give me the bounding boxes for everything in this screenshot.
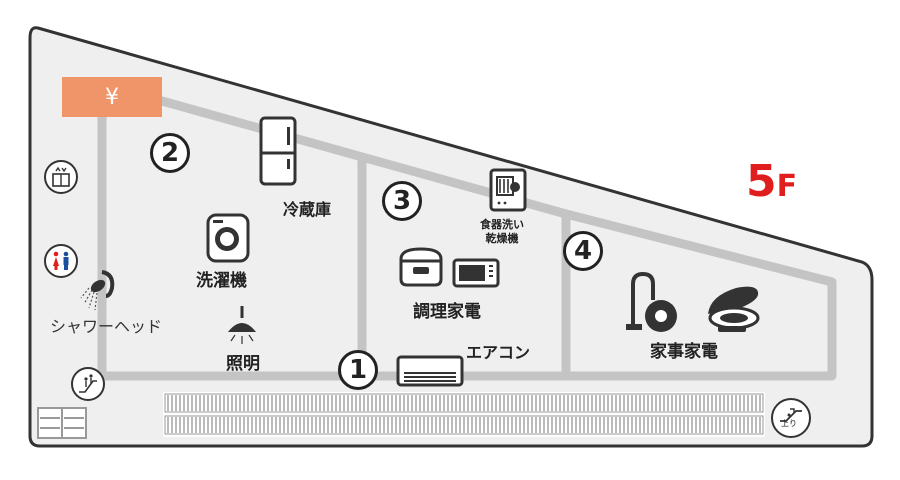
floor-indicator: 5F <box>746 160 797 204</box>
elevator-icon[interactable] <box>44 160 78 194</box>
refrigerator-icon <box>259 116 297 186</box>
toilet-seat-icon <box>708 286 760 332</box>
zone-4-label: 家事家電 <box>650 342 718 362</box>
zone-1-label: エアコン <box>466 343 531 362</box>
zone-3-marker[interactable]: 3 <box>382 181 422 221</box>
shower-head-icon <box>80 270 115 311</box>
floor-suffix: F <box>776 169 798 204</box>
zone-3-label: 調理家電 <box>413 302 481 322</box>
dishwasher-label: 食器洗い 乾燥機 <box>480 218 524 245</box>
shelves <box>163 392 765 437</box>
shower-head-label: シャワーヘッド <box>50 317 163 336</box>
lighting-label: 照明 <box>226 354 260 374</box>
escalator-up-label: 上り <box>781 419 797 428</box>
washing-machine-icon <box>206 213 250 263</box>
restroom-icon[interactable] <box>44 244 78 278</box>
ceiling-lamp-icon <box>228 306 256 344</box>
zone-2-label: 冷蔵庫 <box>283 200 332 219</box>
zone-2-marker[interactable]: 2 <box>150 133 190 173</box>
floor-number: 5 <box>746 156 777 207</box>
vacuum-cleaner-icon <box>626 271 677 332</box>
washing-machine-label: 洗濯機 <box>196 271 247 291</box>
escalator-up-icon[interactable] <box>771 398 811 438</box>
zone-4-marker[interactable]: 4 <box>563 231 603 271</box>
cashier-counter: ¥ <box>62 77 162 117</box>
escalator-icon[interactable] <box>71 367 105 401</box>
zone-1-marker[interactable]: 1 <box>338 350 378 390</box>
stairs-icon <box>37 407 87 439</box>
rice-cooker-icon <box>399 247 443 287</box>
microwave-icon <box>452 258 500 288</box>
dishwasher-icon <box>489 168 527 212</box>
air-conditioner-icon <box>396 355 464 387</box>
yen-icon: ¥ <box>105 84 119 110</box>
floor-outline <box>28 26 874 448</box>
